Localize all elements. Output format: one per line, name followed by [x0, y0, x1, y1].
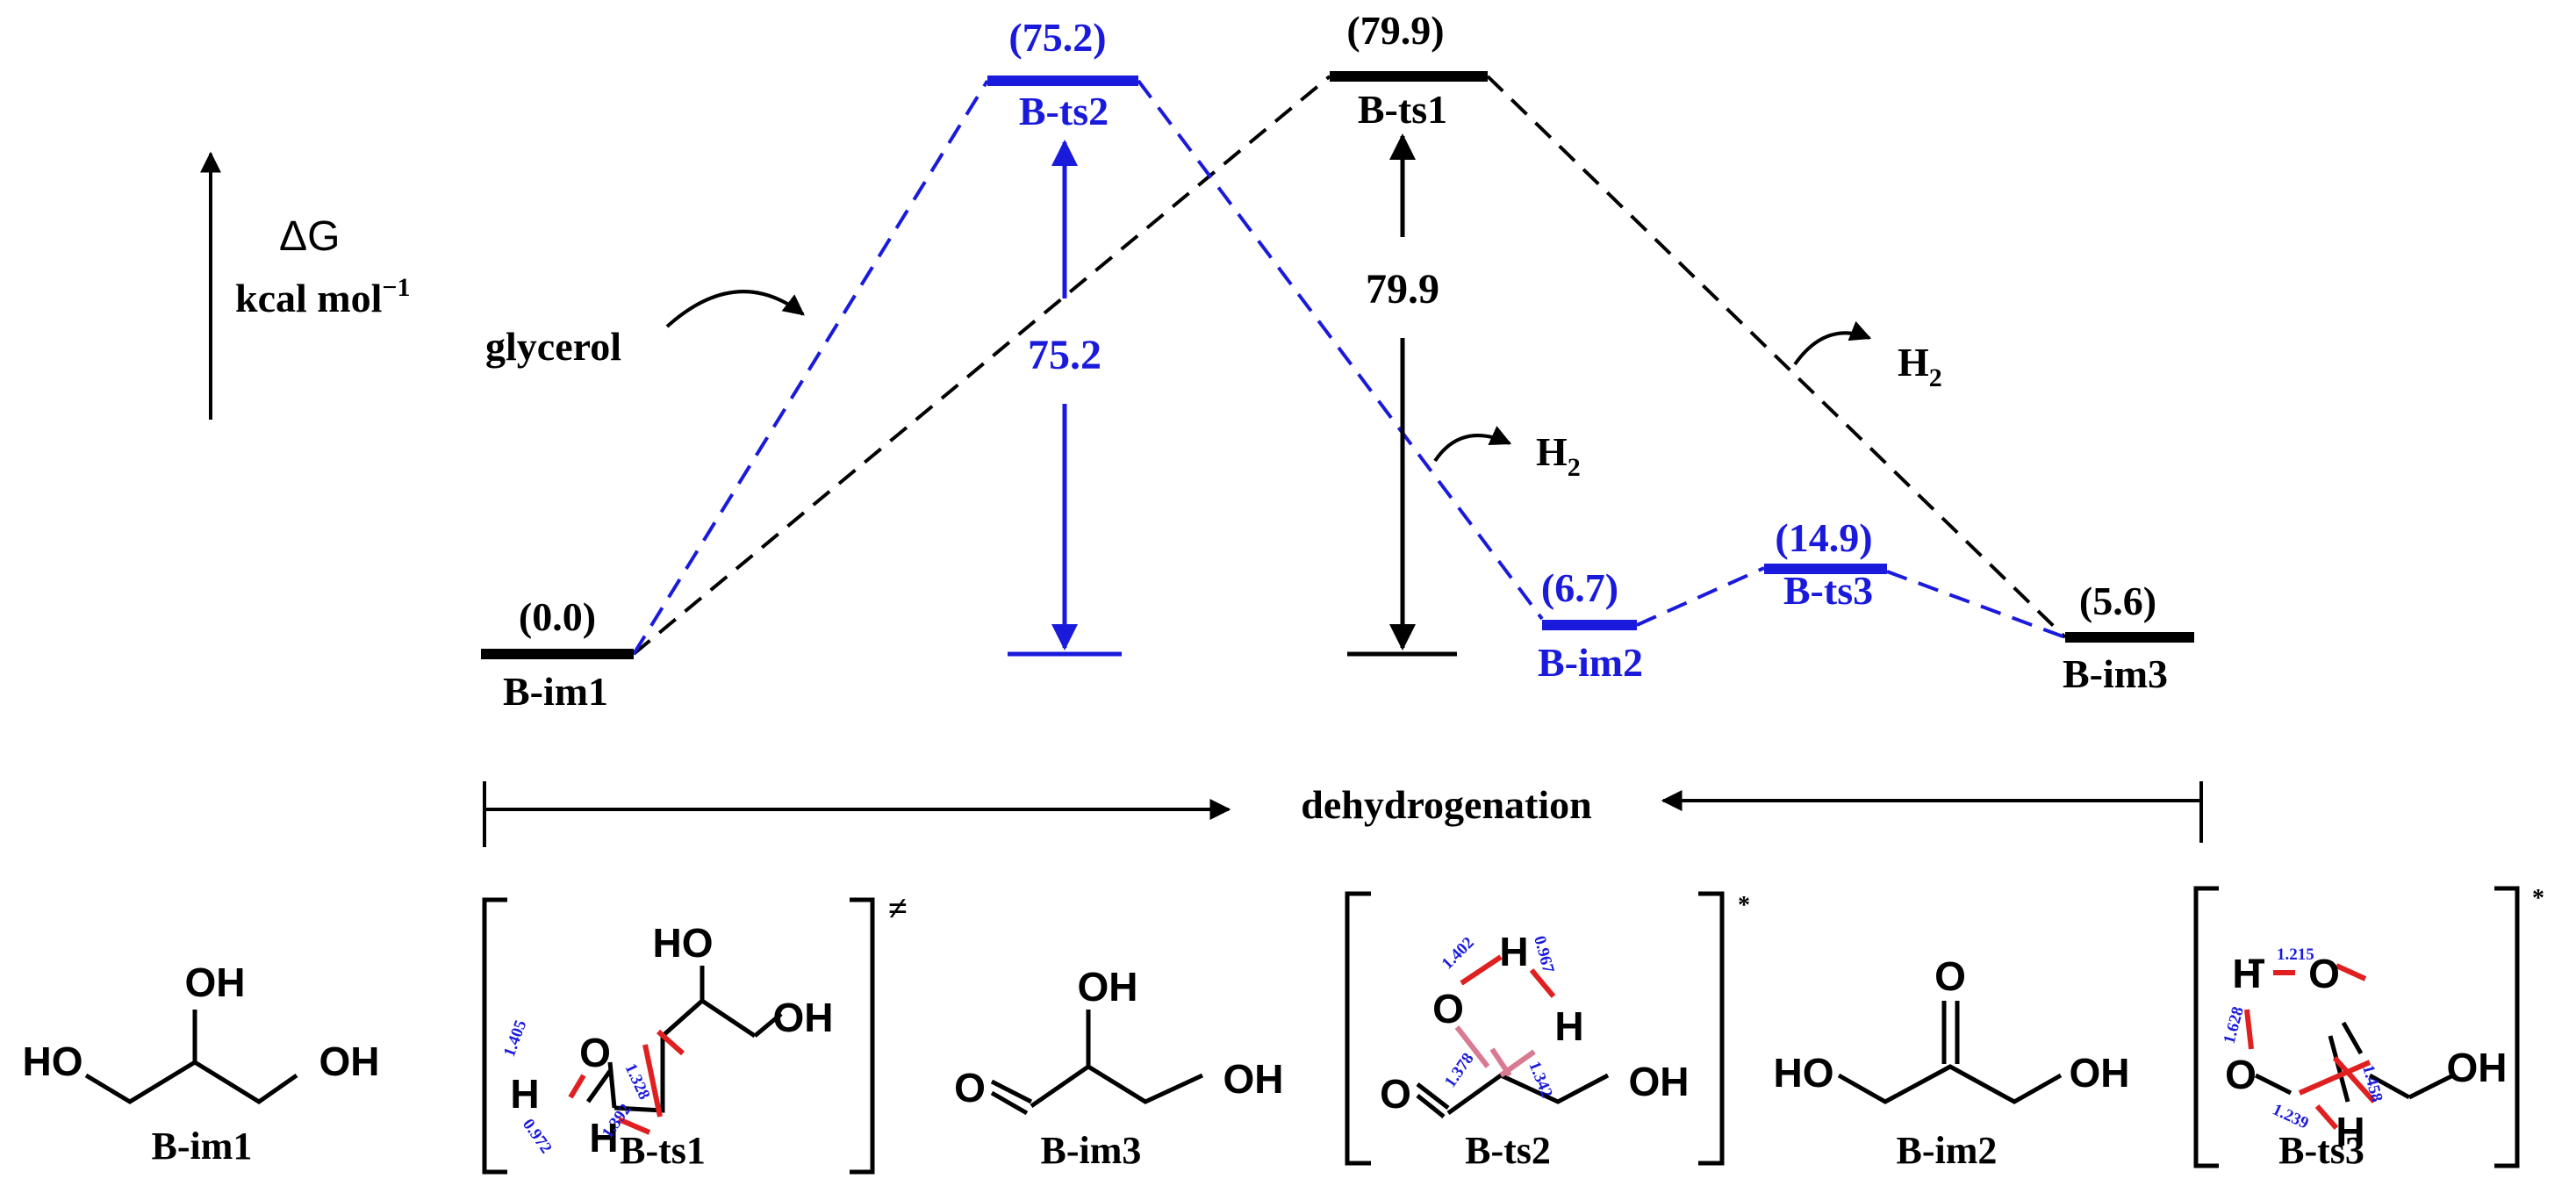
atom-label: OH — [319, 1039, 380, 1084]
reactant-label: glycerol — [485, 324, 621, 369]
h2-label: H2 — [1898, 340, 1942, 392]
bracket-icon — [2193, 886, 2520, 1168]
bond-highlight — [2244, 963, 2377, 1130]
bond-length: 1.215 — [2277, 945, 2314, 964]
structure-name: B-im3 — [1041, 1129, 1142, 1172]
structure-name: B-im1 — [152, 1125, 253, 1168]
svg-text:B-im2: B-im2 — [1538, 640, 1643, 685]
bracket-icon — [1345, 891, 1725, 1166]
barrier-value-blue: 75.2 — [1028, 332, 1101, 378]
bond-length: 1.458 — [2358, 1063, 2386, 1104]
level-b-im1: (0.0) B-im1 — [481, 594, 634, 714]
bond-highlight — [1460, 954, 1556, 998]
atom-label: O — [954, 1065, 986, 1111]
atom-label: O — [2225, 1052, 2257, 1097]
atom-label: OH — [1629, 1059, 1690, 1104]
path-blue-connectors — [632, 79, 2066, 656]
svg-text:(79.9): (79.9) — [1346, 8, 1444, 53]
svg-text:(5.6): (5.6) — [2079, 579, 2156, 623]
structure-b-im2 — [1837, 1001, 2063, 1104]
structure-name: B-ts3 — [2278, 1129, 2364, 1172]
bond-highlight-pink — [1454, 1025, 1536, 1078]
process-label: dehydrogenation — [1301, 782, 1591, 827]
atom-label: O — [2308, 951, 2340, 996]
atom-label: OH — [1223, 1056, 1284, 1102]
svg-text:B-ts2: B-ts2 — [1019, 89, 1109, 133]
atom-label: OH — [185, 960, 246, 1005]
barrier-black: 79.9 — [1347, 133, 1457, 657]
svg-text:B-im3: B-im3 — [2063, 651, 2168, 696]
structure-name: B-im2 — [1897, 1129, 1998, 1172]
atom-label: HO — [23, 1039, 83, 1084]
bond-length: 1.342 — [1525, 1059, 1555, 1101]
structure-b-ts3 — [2249, 959, 2455, 1103]
structure-b-ts2 — [1416, 1073, 1610, 1118]
bracket-icon — [482, 897, 875, 1175]
atom-label: O — [1934, 953, 1966, 999]
svg-text:B-im1: B-im1 — [503, 669, 608, 714]
level-b-im2: (6.7) B-im2 — [1538, 565, 1643, 685]
atom-label: O — [1380, 1071, 1411, 1117]
atom-label: OH — [1078, 964, 1138, 1010]
atom-label: H — [589, 1115, 618, 1161]
bond-length: 1.402 — [1439, 933, 1478, 973]
atom-label: H — [1499, 929, 1528, 974]
svg-text:(75.2): (75.2) — [1008, 15, 1106, 60]
atom-label: H — [510, 1071, 539, 1117]
bond-highlight — [568, 1029, 685, 1135]
dehydrogenation-bar: dehydrogenation — [483, 781, 2203, 847]
energy-axis: ΔG kcal mol−1 — [200, 151, 411, 420]
ts-mark: ≠ — [888, 888, 908, 928]
bond-length: 0.972 — [519, 1116, 556, 1157]
svg-text:(6.7): (6.7) — [1541, 565, 1618, 610]
atom-label: OH — [2070, 1050, 2130, 1096]
level-b-ts3: (14.9) B-ts3 — [1764, 515, 1887, 613]
curved-arrow-icon — [1433, 426, 1512, 463]
atom-label: H — [2232, 951, 2261, 996]
structure-b-im3 — [990, 1010, 1204, 1116]
bond-length: 1.628 — [2221, 1005, 2248, 1046]
atom-label: H — [1554, 1003, 1583, 1049]
svg-text:B-ts1: B-ts1 — [1358, 87, 1447, 132]
ts-mark: * — [2532, 885, 2544, 912]
level-b-im3: (5.6) B-im3 — [2063, 579, 2194, 696]
h2-label: H2 — [1536, 429, 1581, 482]
svg-text:B-ts3: B-ts3 — [1783, 568, 1873, 613]
svg-text:(0.0): (0.0) — [519, 594, 596, 639]
atom-label: O — [579, 1030, 611, 1075]
svg-text:(14.9): (14.9) — [1775, 515, 1872, 560]
curved-arrow-icon — [1793, 320, 1872, 366]
atom-label: O — [1432, 986, 1464, 1031]
atom-label: OH — [773, 995, 834, 1040]
barrier-value-black: 79.9 — [1366, 266, 1439, 313]
axis-symbol: ΔG — [279, 213, 340, 260]
bond-length: 1.378 — [1441, 1050, 1478, 1091]
path-black-connectors — [632, 75, 2067, 656]
structure-b-im1 — [84, 1010, 298, 1104]
bond-length: 1.405 — [500, 1017, 530, 1059]
structure-b-ts1 — [585, 966, 783, 1113]
curved-arrow-icon — [665, 290, 805, 328]
barrier-blue: 75.2 — [1008, 140, 1122, 657]
atom-label: OH — [2447, 1045, 2508, 1090]
atom-label: HO — [1774, 1050, 1834, 1096]
ts-mark: * — [1738, 892, 1750, 919]
atom-label: H — [2336, 1109, 2364, 1154]
structure-name: B-ts1 — [620, 1129, 706, 1172]
axis-unit: kcal mol−1 — [235, 273, 411, 320]
structure-name: B-ts2 — [1465, 1129, 1551, 1172]
level-b-ts2: (75.2) B-ts2 — [987, 15, 1138, 133]
atom-label: HO — [653, 920, 714, 966]
level-b-ts1: (79.9) B-ts1 — [1330, 8, 1488, 132]
